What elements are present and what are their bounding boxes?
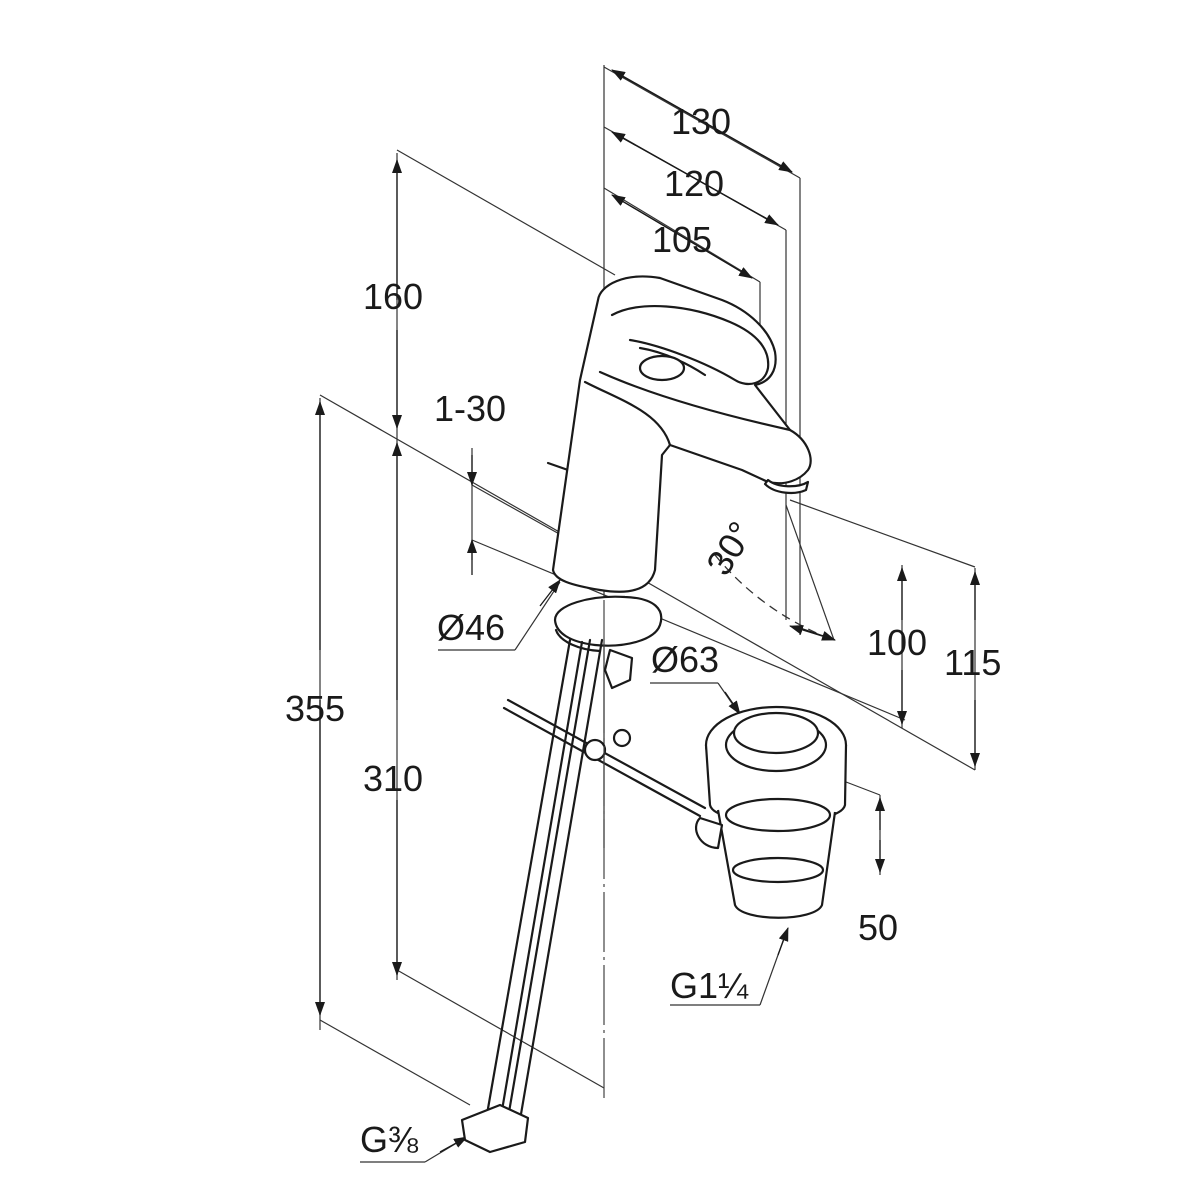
dimension-labels: 130 120 105 160 1-30 355 310 30° 100 115… bbox=[285, 101, 1001, 1160]
thread-g3-8: G⅜ bbox=[360, 1119, 419, 1160]
dim-30-degrees: 30° bbox=[698, 514, 762, 582]
dim-1-30: 1-30 bbox=[434, 388, 506, 429]
dim-100: 100 bbox=[867, 622, 927, 663]
dim-120: 120 bbox=[664, 163, 724, 204]
dimension-arrows bbox=[315, 69, 980, 1153]
dim-160: 160 bbox=[363, 276, 423, 317]
faucet-body bbox=[460, 275, 812, 1154]
pop-up-waste bbox=[694, 705, 848, 919]
dim-130: 130 bbox=[671, 101, 731, 142]
dim-310: 310 bbox=[363, 758, 423, 799]
dim-diameter-46: Ø46 bbox=[437, 607, 505, 648]
dim-355: 355 bbox=[285, 688, 345, 729]
dim-115: 115 bbox=[944, 642, 1001, 683]
thread-g1-1-4: G1¼ bbox=[670, 965, 749, 1006]
dim-diameter-63: Ø63 bbox=[651, 639, 719, 680]
dim-50: 50 bbox=[858, 907, 898, 948]
dim-105: 105 bbox=[652, 219, 712, 260]
